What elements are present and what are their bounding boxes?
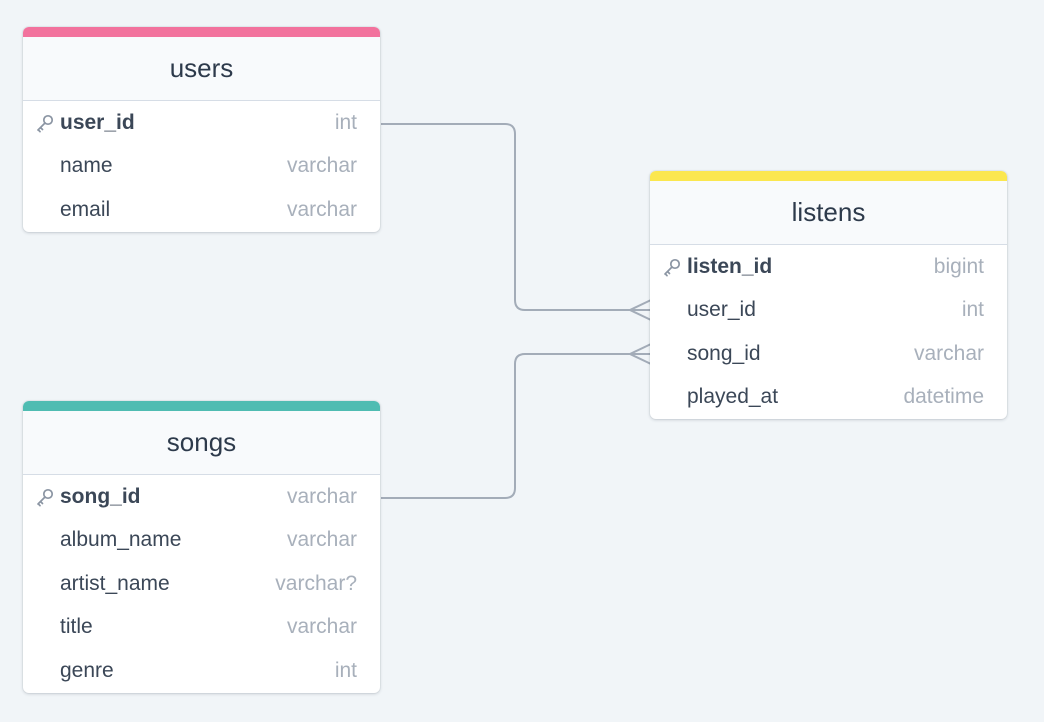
table-users-columns: user_id int name varchar email varchar bbox=[23, 101, 380, 232]
column-type: varchar bbox=[286, 197, 357, 221]
primary-key-icon bbox=[35, 113, 55, 133]
column-type: int bbox=[334, 658, 357, 682]
crowfoot-users-listens bbox=[627, 299, 652, 321]
table-users-row[interactable]: user_id int bbox=[23, 101, 380, 145]
table-listens-accent bbox=[650, 171, 1007, 181]
column-type: varchar? bbox=[275, 571, 357, 595]
column-name: artist_name bbox=[60, 571, 170, 595]
column-type: int bbox=[961, 298, 984, 322]
column-name: name bbox=[60, 154, 113, 178]
table-listens-title[interactable]: listens bbox=[650, 181, 1007, 245]
table-users-row[interactable]: email varchar bbox=[23, 188, 380, 232]
column-name: song_id bbox=[687, 341, 761, 365]
column-name: played_at bbox=[687, 385, 779, 409]
column-type: bigint bbox=[933, 254, 984, 278]
column-type: varchar bbox=[286, 484, 357, 508]
column-type: int bbox=[334, 110, 357, 134]
primary-key-icon bbox=[35, 487, 55, 507]
column-name: album_name bbox=[60, 528, 182, 552]
table-songs-row[interactable]: genre int bbox=[23, 649, 380, 693]
column-name: email bbox=[60, 197, 111, 221]
column-type: varchar bbox=[913, 341, 984, 365]
table-songs-row[interactable]: artist_name varchar? bbox=[23, 562, 380, 606]
table-users-accent bbox=[23, 27, 380, 37]
crowfoot-songs-listens bbox=[627, 343, 652, 365]
table-users-title[interactable]: users bbox=[23, 37, 380, 101]
column-name: genre bbox=[60, 658, 114, 682]
column-type: varchar bbox=[286, 154, 357, 178]
relation-songs-listens[interactable] bbox=[381, 353, 651, 499]
column-type: varchar bbox=[286, 615, 357, 639]
column-type: datetime bbox=[903, 385, 984, 409]
table-listens-row[interactable]: listen_id bigint bbox=[650, 245, 1007, 289]
table-users-row[interactable]: name varchar bbox=[23, 145, 380, 189]
table-listens[interactable]: listens listen_id bigint user_id int song_id… bbox=[650, 171, 1007, 419]
table-users[interactable]: users user_id int name varchar email varchar bbox=[23, 27, 380, 232]
primary-key-icon bbox=[662, 257, 682, 277]
column-name: title bbox=[60, 615, 93, 639]
column-name: listen_id bbox=[687, 254, 773, 278]
column-type: varchar bbox=[286, 528, 357, 552]
column-name: user_id bbox=[687, 298, 756, 322]
column-name: song_id bbox=[60, 484, 141, 508]
table-songs-row[interactable]: album_name varchar bbox=[23, 519, 380, 563]
table-listens-row[interactable]: song_id varchar bbox=[650, 332, 1007, 376]
table-songs-accent bbox=[23, 401, 380, 411]
table-songs-row[interactable]: title varchar bbox=[23, 606, 380, 650]
relation-users-listens[interactable] bbox=[381, 123, 651, 311]
table-listens-row[interactable]: played_at datetime bbox=[650, 376, 1007, 420]
table-songs-row[interactable]: song_id varchar bbox=[23, 475, 380, 519]
column-name: user_id bbox=[60, 110, 135, 134]
table-songs-title[interactable]: songs bbox=[23, 411, 380, 475]
table-listens-row[interactable]: user_id int bbox=[650, 289, 1007, 333]
table-listens-columns: listen_id bigint user_id int song_id varchar p… bbox=[650, 245, 1007, 419]
